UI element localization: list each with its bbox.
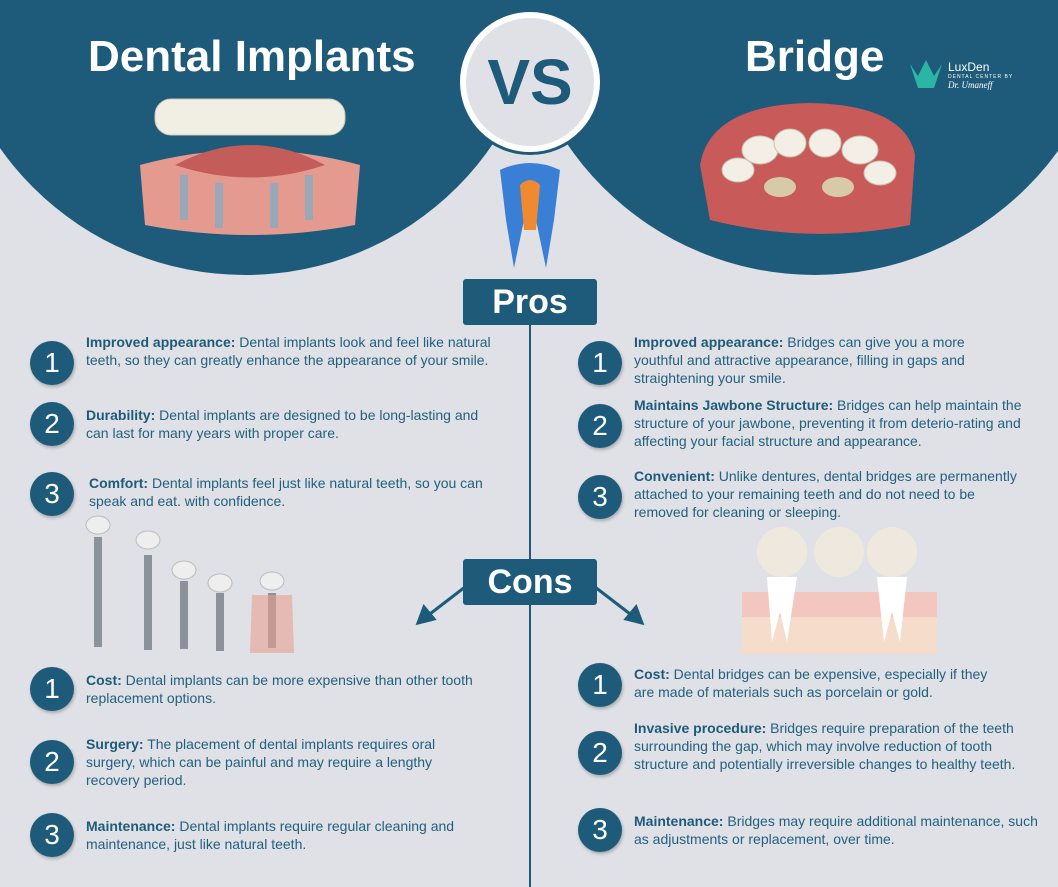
number-badge: 1 xyxy=(578,663,622,707)
item-text: Unlike dentures, dental bridges are perm… xyxy=(634,468,1017,520)
crown-logo-icon xyxy=(910,60,942,88)
vs-badge: VS xyxy=(460,12,600,152)
implant-denture-illustration xyxy=(140,98,360,235)
item-text: Dental implants look and feel like natur… xyxy=(86,334,491,368)
luxden-logo: LuxDen DENTAL CENTER BY Dr. Umaneff xyxy=(908,58,1013,92)
number-badge: 2 xyxy=(30,740,74,784)
item-title: Comfort: xyxy=(89,475,149,491)
item-title: Maintenance: xyxy=(634,813,724,829)
number-badge: 2 xyxy=(578,404,622,448)
number-badge: 1 xyxy=(578,341,622,385)
item-title: Cost: xyxy=(634,666,670,682)
implant-pro-2: 2 Durability: Dental implants are designe… xyxy=(30,402,500,446)
bridge-con-2: 2 Invasive procedure: Bridges require pre… xyxy=(578,719,1028,775)
bridge-con-3: 3 Maintenance: Bridges may require additi… xyxy=(578,808,1038,852)
tooth-cross-section-illustration xyxy=(500,163,560,268)
item-title: Improved appearance: xyxy=(86,334,236,350)
item-text: Bridges require preparation of the teeth… xyxy=(634,720,1016,772)
bridge-pro-3: 3 Convenient: Unlike dentures, dental bri… xyxy=(578,467,1028,521)
number-badge: 3 xyxy=(578,475,622,519)
item-title: Convenient: xyxy=(634,468,715,484)
bridge-pro-1: 1 Improved appearance: Bridges can give y… xyxy=(578,333,1008,387)
number-badge: 3 xyxy=(578,808,622,852)
bridge-crowns-illustration xyxy=(742,527,937,654)
pros-label: Pros xyxy=(463,279,597,325)
item-text: Bridges can give you a more youthful and… xyxy=(634,334,965,386)
logo-tagline: DENTAL CENTER BY xyxy=(948,74,1014,80)
arrow-left-icon xyxy=(425,585,466,619)
implant-pro-3: 3 Comfort: Dental implants feel just like… xyxy=(30,472,515,516)
item-title: Maintains Jawbone Structure: xyxy=(634,397,834,413)
item-title: Invasive procedure: xyxy=(634,720,767,736)
cons-label: Cons xyxy=(463,559,597,605)
item-title: Improved appearance: xyxy=(634,334,784,350)
item-text: Dental implants can be more expensive th… xyxy=(86,672,473,706)
number-badge: 3 xyxy=(30,813,74,857)
number-badge: 1 xyxy=(30,341,74,385)
item-text: Dental implants require regular cleaning… xyxy=(86,818,455,852)
item-title: Cost: xyxy=(86,672,122,688)
bridge-title: Bridge xyxy=(745,32,885,81)
implants-title: Dental Implants xyxy=(88,32,416,81)
number-badge: 2 xyxy=(30,402,74,446)
item-text: Dental implants are designed to be long-… xyxy=(86,407,479,441)
item-text: Dental bridges can be expensive, especia… xyxy=(634,666,988,700)
implant-con-3: 3 Maintenance: Dental implants require re… xyxy=(30,813,500,857)
implant-con-1: 1 Cost: Dental implants can be more expen… xyxy=(30,667,510,711)
bridge-jaw-illustration xyxy=(700,103,915,234)
logo-name: LuxDen xyxy=(948,60,990,74)
number-badge: 1 xyxy=(30,667,74,711)
arrow-right-icon xyxy=(594,585,635,619)
item-text: Dental implants feel just like natural t… xyxy=(89,475,483,509)
header-left-panel xyxy=(0,0,544,275)
item-title: Durability: xyxy=(86,407,156,423)
item-title: Maintenance: xyxy=(86,818,176,834)
implant-con-2: 2 Surgery: The placement of dental implan… xyxy=(30,735,470,789)
item-title: Surgery: xyxy=(86,736,144,752)
implant-pro-1: 1 Improved appearance: Dental implants lo… xyxy=(30,333,500,385)
item-text: Bridges may require additional maintenan… xyxy=(634,813,1038,847)
number-badge: 2 xyxy=(578,731,622,775)
item-text: Bridges can help maintain the structure … xyxy=(634,397,1022,449)
number-badge: 3 xyxy=(30,472,74,516)
cons-arrows xyxy=(415,585,645,626)
logo-signature: Dr. Umaneff xyxy=(948,80,993,90)
bridge-con-1: 1 Cost: Dental bridges can be expensive, … xyxy=(578,663,1008,707)
implant-stages-illustration xyxy=(85,515,294,653)
bridge-pro-2: 2 Maintains Jawbone Structure: Bridges ca… xyxy=(578,396,1028,450)
item-text: The placement of dental implants require… xyxy=(86,736,436,788)
